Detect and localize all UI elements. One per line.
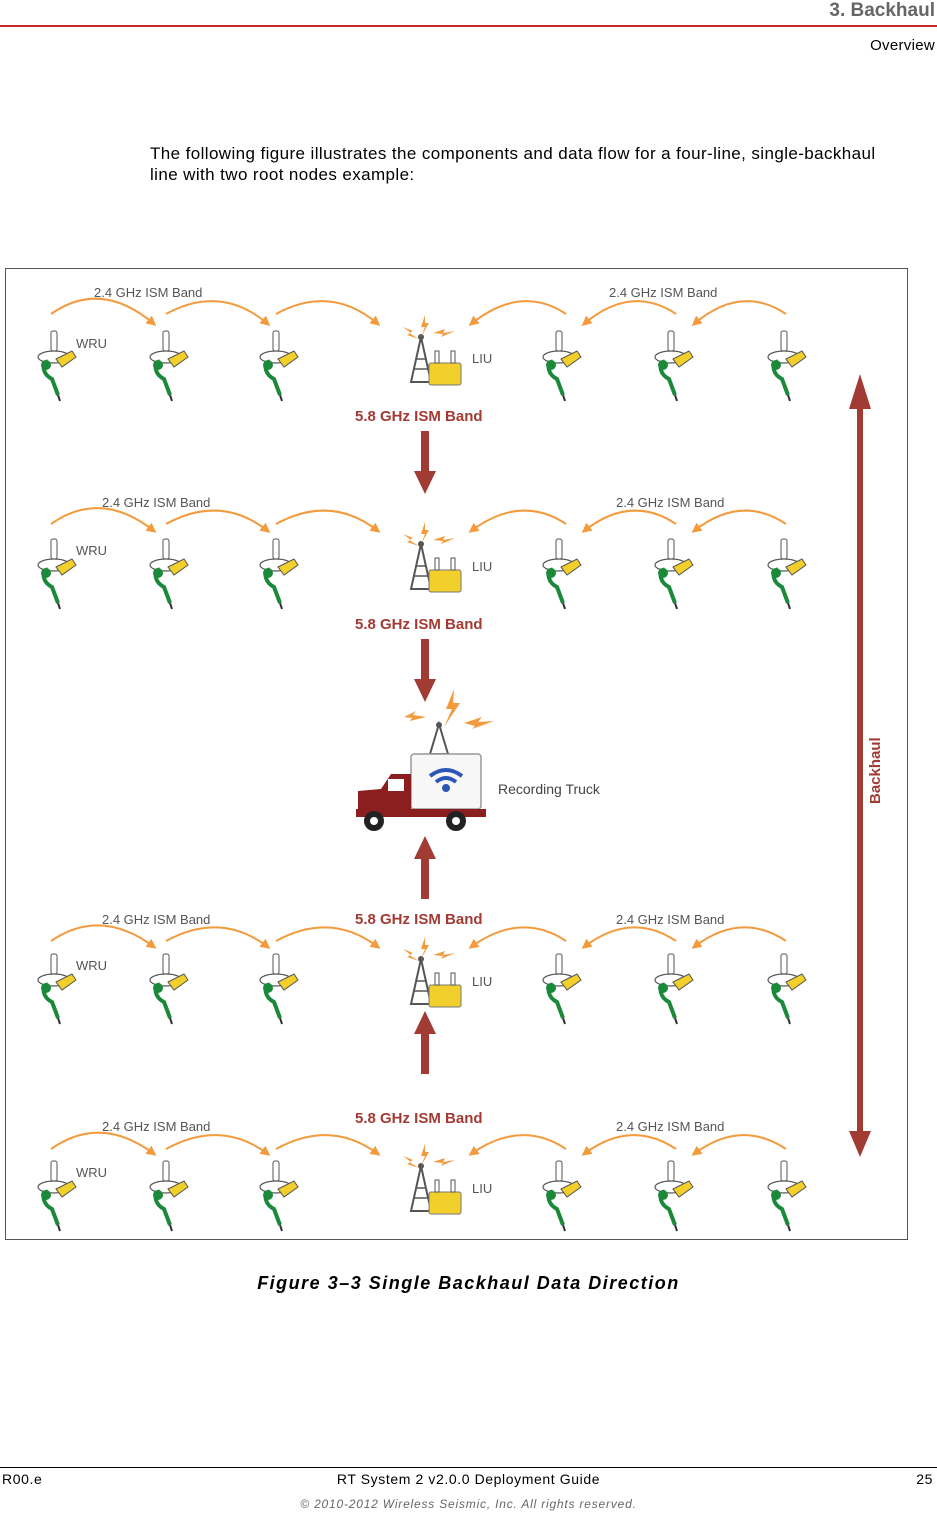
footer-revision: R00.e <box>2 1471 43 1487</box>
backhaul-label: Backhaul <box>867 737 884 804</box>
band-58-label: 5.8 GHz ISM Band <box>355 616 483 633</box>
link-arrow-3 <box>414 836 436 899</box>
row-2: 2.4 GHz ISM Band 2.4 GHz ISM Band WRU LI… <box>36 495 808 633</box>
liu-label: LIU <box>472 351 492 366</box>
wru-label: WRU <box>76 958 107 973</box>
wru-label: WRU <box>76 543 107 558</box>
copyright: © 2010-2012 Wireless Seismic, Inc. All r… <box>300 1497 637 1511</box>
wru-label: WRU <box>76 1165 107 1180</box>
row-3: 2.4 GHz ISM Band 5.8 GHz ISM Band 2.4 GH… <box>36 911 808 1026</box>
header-rule <box>0 25 937 27</box>
wru-label: WRU <box>76 336 107 351</box>
band-58-label: 5.8 GHz ISM Band <box>355 911 483 928</box>
band-24-label: 2.4 GHz ISM Band <box>94 285 202 300</box>
band-24-label: 2.4 GHz ISM Band <box>616 1119 724 1134</box>
band-24-label: 2.4 GHz ISM Band <box>102 495 210 510</box>
row-1: 2.4 GHz ISM Band 2.4 GHz ISM Band WRU LI… <box>36 285 808 425</box>
band-24-label: 2.4 GHz ISM Band <box>102 912 210 927</box>
link-arrow-1 <box>414 431 436 494</box>
band-24-label: 2.4 GHz ISM Band <box>616 912 724 927</box>
liu-label: LIU <box>472 559 492 574</box>
section-title: 3. Backhaul <box>829 0 935 21</box>
backhaul-figure: 2.4 GHz ISM Band 2.4 GHz ISM Band WRU LI… <box>5 268 908 1240</box>
recording-truck-label: Recording Truck <box>498 781 601 797</box>
intro-paragraph: The following figure illustrates the com… <box>150 144 876 184</box>
band-58-label: 5.8 GHz ISM Band <box>355 1110 483 1127</box>
band-24-label: 2.4 GHz ISM Band <box>616 495 724 510</box>
figure-caption: Figure 3–3 Single Backhaul Data Directio… <box>257 1273 680 1293</box>
liu-label: LIU <box>472 1181 492 1196</box>
row-4: 5.8 GHz ISM Band 2.4 GHz ISM Band 2.4 GH… <box>36 1110 808 1233</box>
link-arrow-2 <box>414 639 436 702</box>
band-24-label: 2.4 GHz ISM Band <box>609 285 717 300</box>
backhaul-arrow: Backhaul <box>849 374 884 1157</box>
page-number: 25 <box>916 1471 933 1487</box>
liu-label: LIU <box>472 974 492 989</box>
link-arrow-4 <box>414 1011 436 1074</box>
backhaul-diagram: 2.4 GHz ISM Band 2.4 GHz ISM Band WRU LI… <box>36 285 884 1233</box>
recording-truck: Recording Truck <box>356 689 601 831</box>
band-24-label: 2.4 GHz ISM Band <box>102 1119 210 1134</box>
footer-doc-title: RT System 2 v2.0.0 Deployment Guide <box>336 1471 601 1487</box>
footer-rule <box>0 1467 937 1468</box>
band-58-label: 5.8 GHz ISM Band <box>355 408 483 425</box>
subsection-title: Overview <box>870 37 935 54</box>
